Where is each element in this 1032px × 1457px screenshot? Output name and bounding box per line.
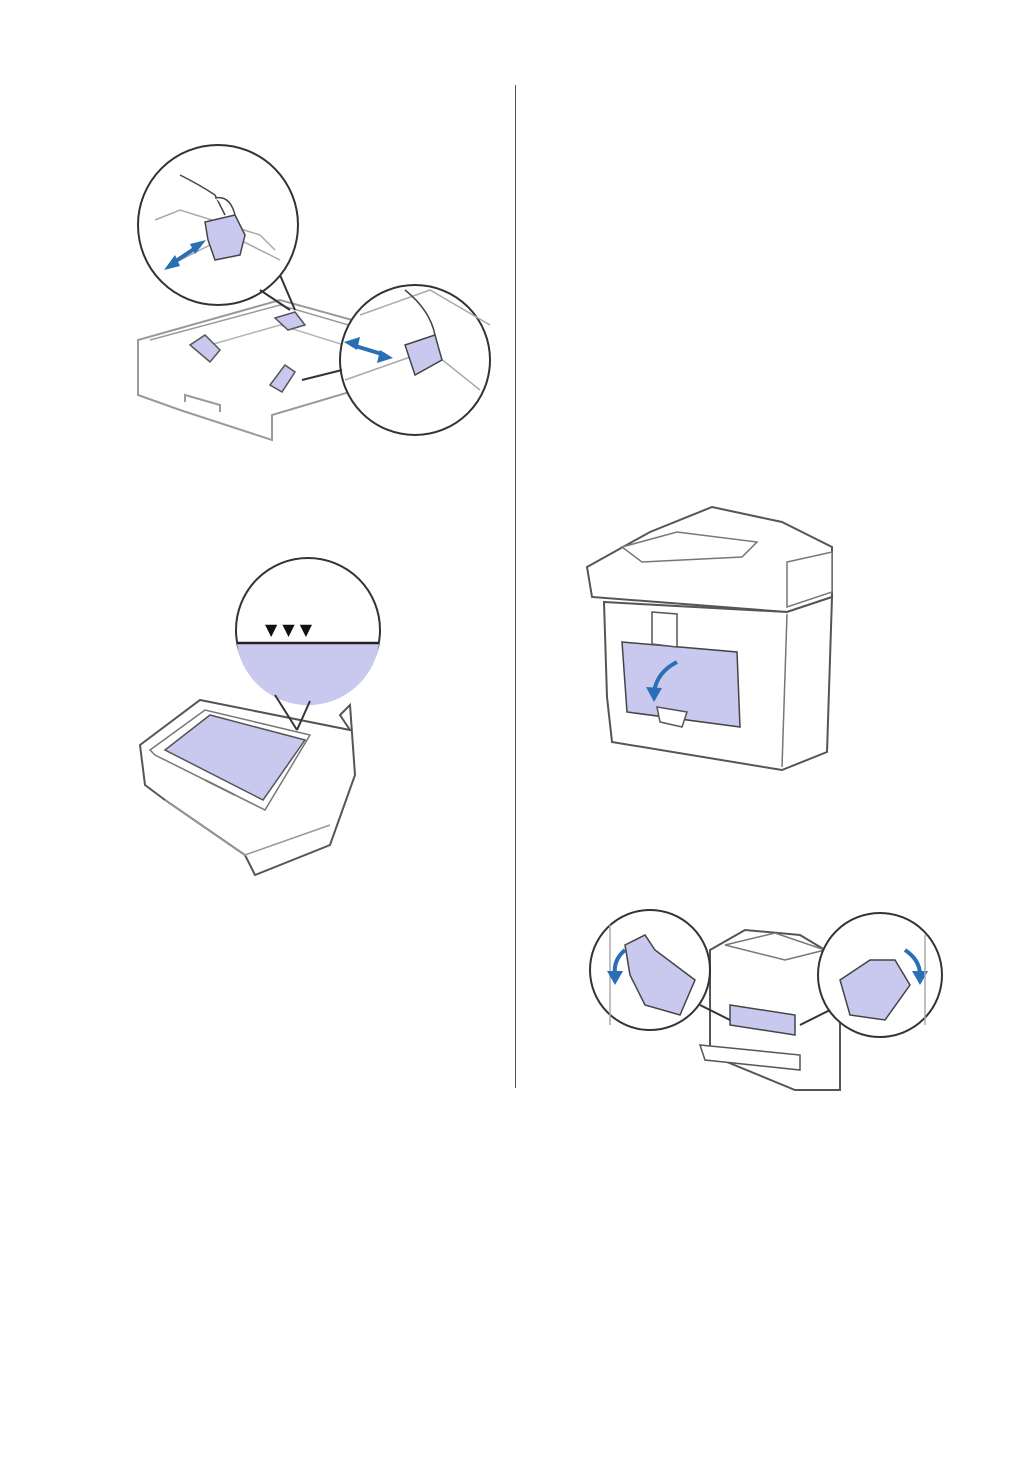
- max-mark-glyphs: ▼ ▼ ▼: [265, 620, 313, 639]
- column-divider: [515, 85, 516, 1088]
- figure-paper-loaded: ▼ ▼ ▼: [135, 555, 395, 880]
- figure-open-back-cover: [582, 502, 842, 772]
- figure-pull-fuser-levers: [585, 905, 945, 1095]
- figure-adjust-paper-guides: [130, 140, 500, 445]
